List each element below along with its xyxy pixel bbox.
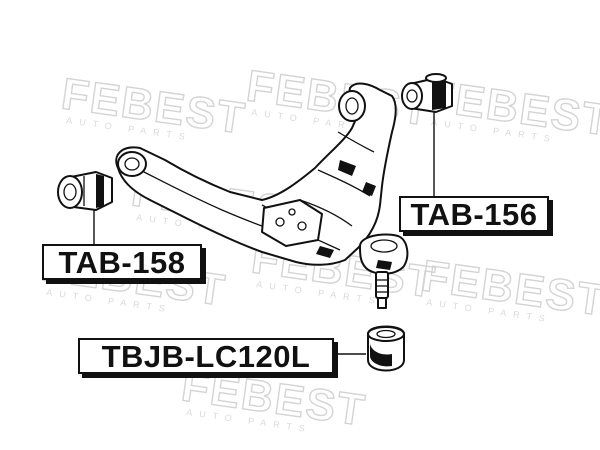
label-tbjb-text: TBJB-LC120L bbox=[101, 338, 311, 374]
ball-joint-boot-illustration bbox=[367, 325, 405, 372]
control-arm-illustration bbox=[115, 82, 409, 309]
label-tab156: TAB-156 bbox=[399, 196, 549, 232]
bushing-tab158-illustration bbox=[57, 171, 113, 211]
label-tab156-text: TAB-156 bbox=[410, 196, 538, 232]
label-tab158: TAB-158 bbox=[42, 244, 202, 280]
label-tbjb: TBJB-LC120L bbox=[78, 338, 334, 374]
bushing-tab156-illustration bbox=[401, 73, 453, 113]
label-tab158-text: TAB-158 bbox=[58, 244, 186, 280]
